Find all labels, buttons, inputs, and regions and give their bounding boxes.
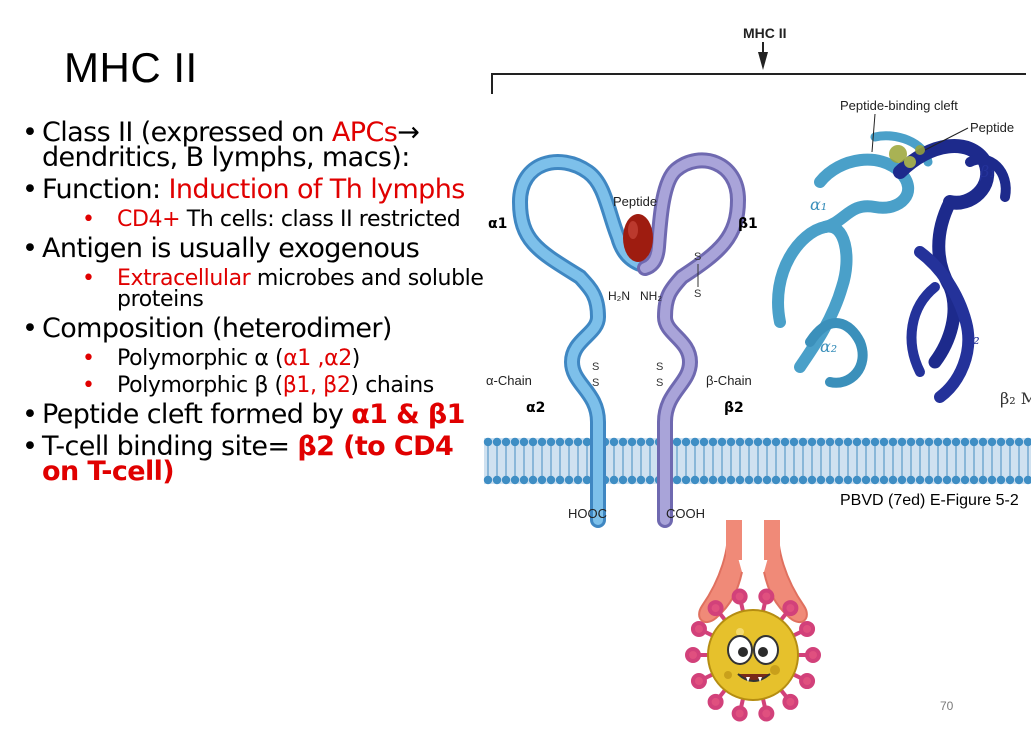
membrane-heads xyxy=(483,437,1031,485)
bullet-peptide-cleft: Peptide cleft formed by α1 & β1 xyxy=(22,401,492,428)
svg-text:S: S xyxy=(694,251,701,263)
ribbon-structure xyxy=(772,131,1011,403)
b2m-label: β₂ M xyxy=(1000,389,1031,408)
beta1-label: β1 xyxy=(738,216,758,232)
figure-header: MHC II xyxy=(743,25,787,41)
sub-bullet-beta: Polymorphic β (β1, β2) chains xyxy=(82,375,492,397)
bullet-tcell-binding: T-cell binding site= β2 (to CD4 on T-cel… xyxy=(22,433,492,485)
virus-cartoon-icon xyxy=(685,520,821,722)
bullet-list: Class II (expressed on APCs→ dendritics,… xyxy=(22,119,492,491)
alpha-chain-label: α-Chain xyxy=(486,373,532,388)
bullet-function: Function: Induction of Th lymphs xyxy=(22,176,492,203)
bullet-composition: Composition (heterodimer) xyxy=(22,315,492,342)
svg-text:S: S xyxy=(656,361,663,373)
alpha1-label: α1 xyxy=(488,216,507,232)
svg-text:α₂: α₂ xyxy=(820,337,837,356)
svg-text:S: S xyxy=(694,288,701,300)
sub-bullet-extracellular: Extracellular microbes and soluble prote… xyxy=(82,268,492,311)
svg-text:S: S xyxy=(592,361,599,373)
beta2-label: β2 xyxy=(724,400,744,416)
virus-spikes xyxy=(685,588,821,722)
peptide-ribbon-label: Peptide xyxy=(970,120,1014,135)
mhc-ii-figure: MHC II Peptide S S S S S S α1 β1 α2 β2 α… xyxy=(483,25,1031,528)
svg-text:α₁: α₁ xyxy=(810,195,827,214)
binding-cleft-label: Peptide-binding cleft xyxy=(840,98,958,113)
bullet-class-ii: Class II (expressed on APCs→ dendritics,… xyxy=(22,119,492,171)
peptide-label: Peptide xyxy=(613,194,657,209)
svg-text:S: S xyxy=(656,377,663,389)
beta-chain-label: β-Chain xyxy=(706,373,752,388)
h2n-label: H₂N xyxy=(608,289,630,303)
hooc-label: HOOC xyxy=(568,506,607,521)
peptide-ellipse xyxy=(623,214,653,262)
down-arrow-icon xyxy=(758,52,768,70)
svg-text:β₁: β₁ xyxy=(979,162,996,181)
nh2-label: NH₂ xyxy=(640,289,662,303)
svg-text:S: S xyxy=(592,377,599,389)
bullet-antigen: Antigen is usually exogenous xyxy=(22,235,492,262)
sub-bullet-alpha: Polymorphic α (α1 ,α2) xyxy=(82,348,492,370)
svg-text:β₂: β₂ xyxy=(963,329,980,348)
slide-title: MHC II xyxy=(64,44,198,91)
sub-bullet-cd4: CD4+ Th cells: class II restricted xyxy=(82,209,492,231)
page-number: 70 xyxy=(940,699,954,713)
bracket xyxy=(491,73,1026,94)
hands-icon xyxy=(698,520,808,624)
cooh-label: COOH xyxy=(666,506,705,521)
alpha2-label: α2 xyxy=(526,400,545,416)
figure-reference: PBVD (7ed) E-Figure 5-2 xyxy=(840,492,1019,509)
